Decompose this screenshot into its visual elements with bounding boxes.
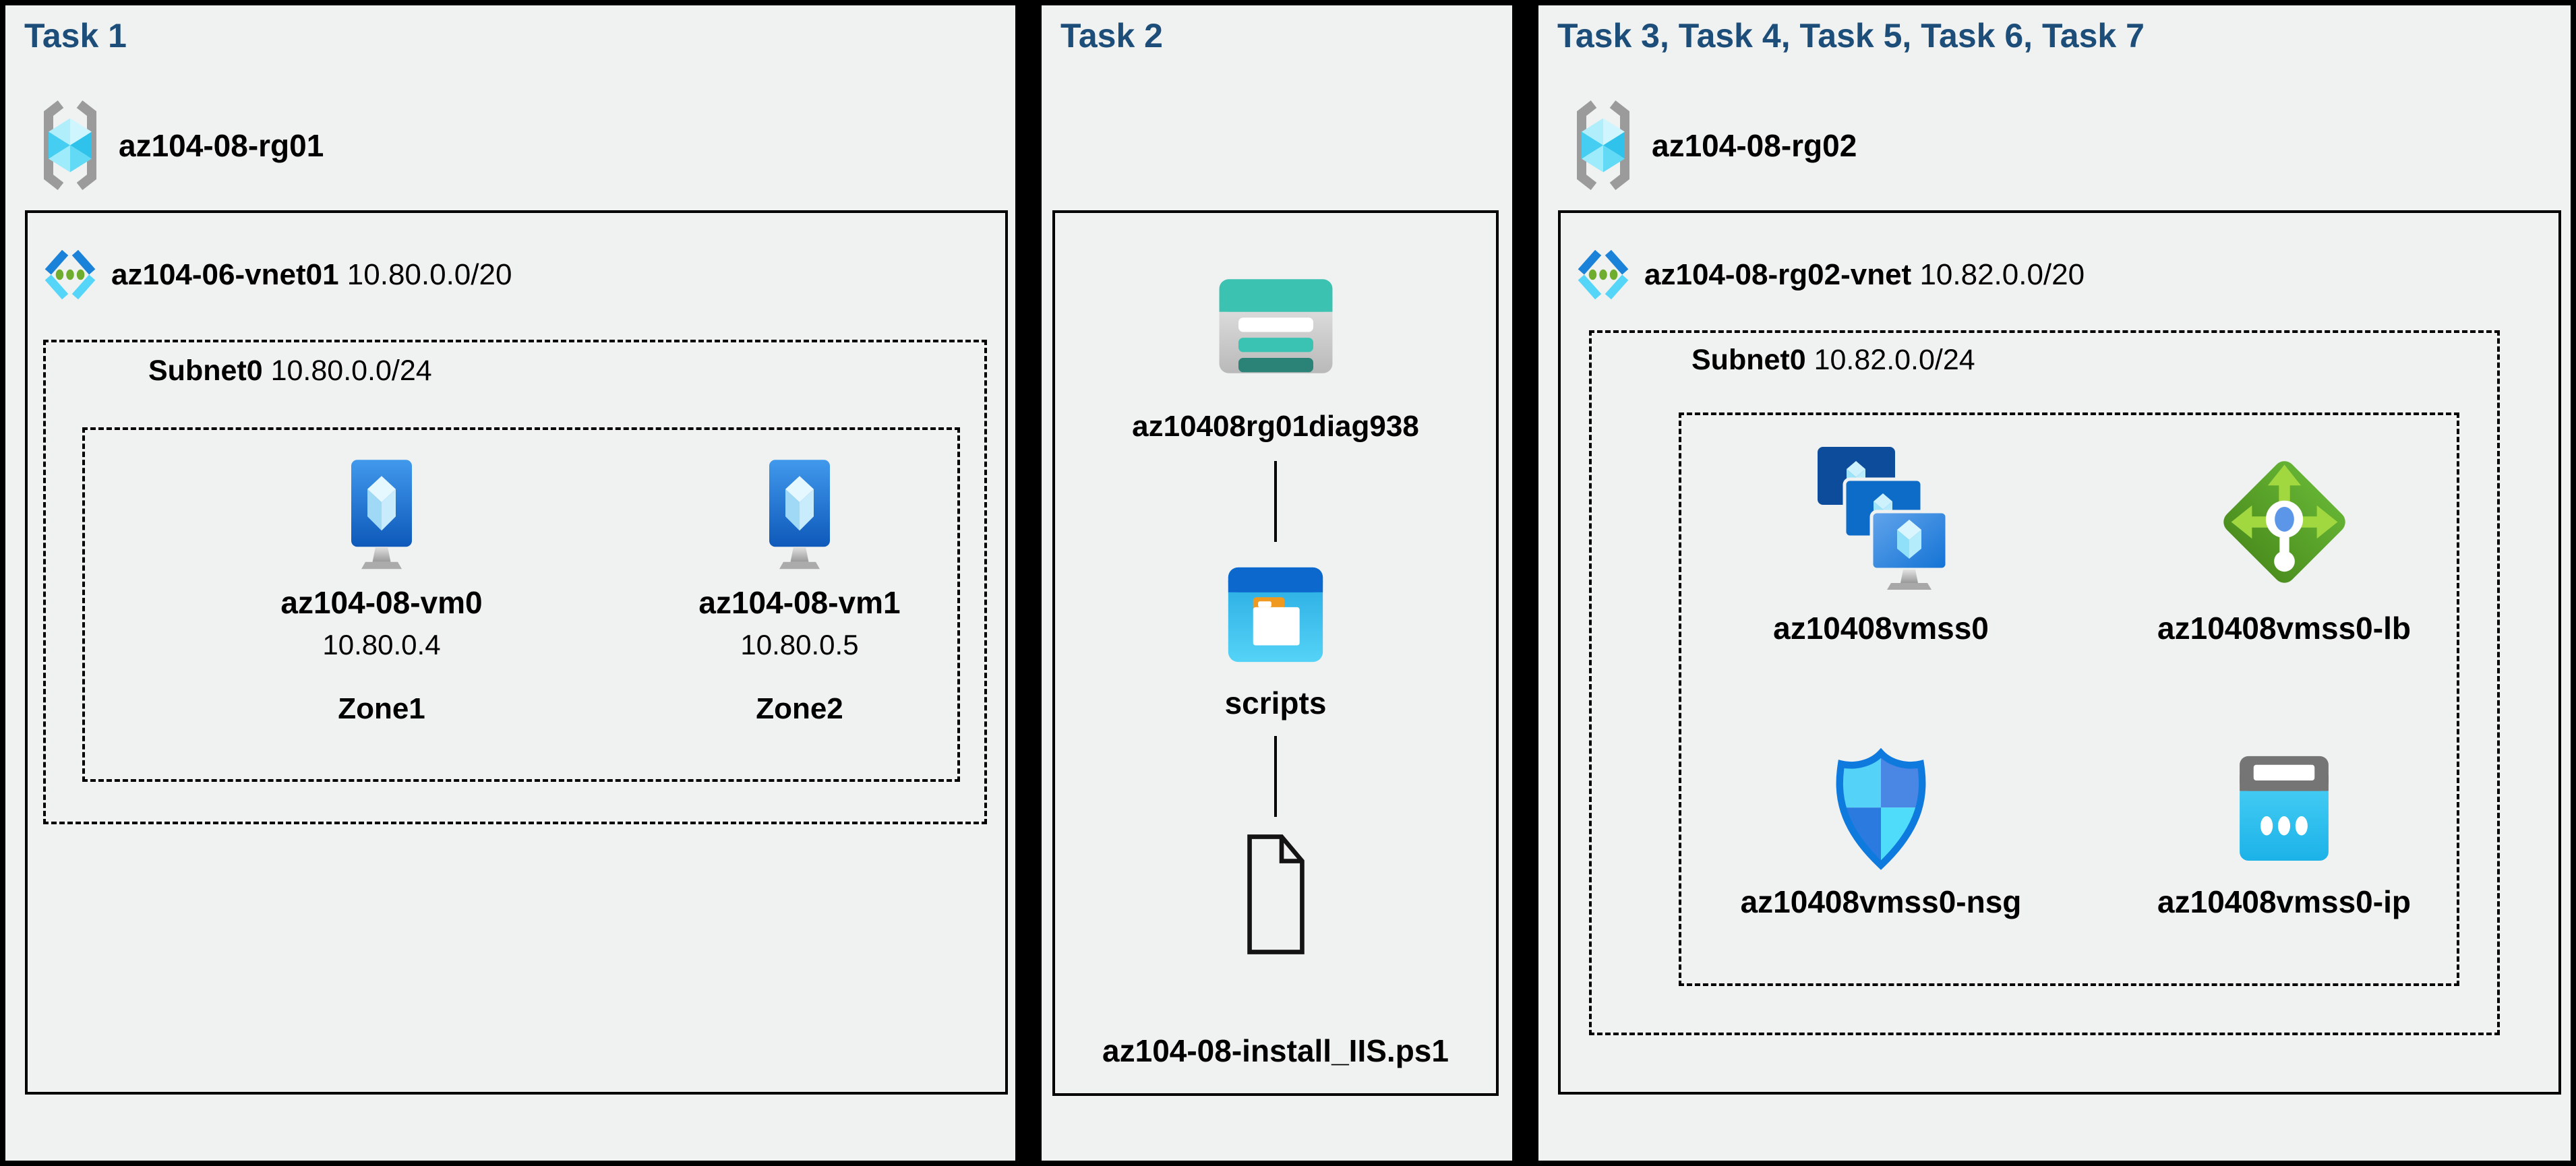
file-share-label: scripts [1224, 685, 1327, 720]
task1-vnet-box: az104-06-vnet01 10.80.0.0/20 Subnet0 10.… [25, 210, 1008, 1095]
virtual-machine-icon [331, 457, 432, 575]
virtual-network-icon [40, 243, 100, 307]
task37-subnet-box: Subnet0 10.82.0.0/24 az10408vmss0 [1589, 330, 2500, 1035]
panel-task2: Task 2 az10408rg01diag938 scripts az104-… [1042, 5, 1512, 1161]
load-balancer-icon [2212, 446, 2357, 598]
public-ip-icon [2227, 749, 2341, 871]
task1-title: Task 1 [24, 17, 127, 55]
connector-line [1274, 461, 1277, 542]
resource-item-vmss: az10408vmss0 [1692, 439, 2070, 646]
task1-vnet-row: az104-06-vnet01 10.80.0.0/20 [40, 243, 512, 307]
vnet-cidr: 10.80.0.0/20 [347, 257, 512, 291]
resource-group-icon [1569, 93, 1637, 197]
task37-resource-group-box: az10408vmss0 az10408vmss0-lb az10408vmss… [1679, 412, 2459, 986]
resource-group-label: az104-08-rg01 [119, 127, 324, 163]
vm-name: az104-08-vm0 [280, 585, 483, 620]
task1-resource-group: az104-08-rg01 [36, 93, 324, 197]
resource-item-lb: az10408vmss0-lb [2095, 439, 2473, 646]
task1-vm-group-box: az104-08-vm0 10.80.0.4 Zone1 az104-08-vm… [82, 427, 960, 782]
file-icon [1240, 830, 1311, 958]
vm-item-0: az104-08-vm0 10.80.0.4 Zone1 [240, 457, 523, 726]
task37-resource-group: az104-08-rg02 [1569, 93, 1857, 197]
vnet-cidr: 10.82.0.0/20 [1919, 257, 2085, 291]
file-share-item [1055, 561, 1496, 669]
virtual-network-icon [1573, 243, 1634, 307]
resource-name: az10408vmss0 [1773, 611, 1989, 646]
virtual-machine-icon [749, 457, 850, 575]
connector-line [1274, 736, 1277, 817]
panel-task37: Task 3, Task 4, Task 5, Task 6, Task 7 a… [1538, 5, 2571, 1161]
vm-scale-set-icon [1814, 443, 1948, 598]
task1-subnet-box: Subnet0 10.80.0.0/24 az104-08-vm0 10.80.… [43, 340, 987, 824]
resource-group-label: az104-08-rg02 [1652, 127, 1857, 163]
vnet-name: az104-08-rg02-vnet [1644, 257, 1912, 291]
vnet-label: az104-08-rg02-vnet 10.82.0.0/20 [1644, 258, 2085, 292]
resource-name: az10408vmss0-ip [2157, 884, 2411, 919]
storage-account-icon [1214, 272, 1338, 380]
file-share-icon [1222, 561, 1329, 669]
subnet-name: Subnet0 [1691, 344, 1806, 376]
vnet-name: az104-06-vnet01 [111, 257, 339, 291]
vm-name: az104-08-vm1 [698, 585, 901, 620]
resource-item-ip: az10408vmss0-ip [2095, 720, 2473, 920]
vm-zone: Zone2 [756, 692, 843, 725]
storage-account-item [1055, 272, 1496, 380]
vm-ip: 10.80.0.4 [322, 629, 441, 661]
script-file-item [1055, 830, 1496, 958]
subnet-label: Subnet0 10.80.0.0/24 [148, 355, 432, 388]
storage-account-label: az10408rg01diag938 [1132, 410, 1419, 443]
subnet-name: Subnet0 [148, 355, 263, 387]
script-file-label: az104-08-install_IIS.ps1 [1102, 1033, 1449, 1068]
subnet-cidr: 10.82.0.0/24 [1814, 344, 1975, 376]
subnet-label: Subnet0 10.82.0.0/24 [1691, 344, 1975, 377]
vm-ip: 10.80.0.5 [740, 629, 859, 661]
resource-name: az10408vmss0-lb [2157, 611, 2411, 646]
task37-vnet-box: az104-08-rg02-vnet 10.82.0.0/20 Subnet0 … [1558, 210, 2561, 1095]
network-security-group-icon [1830, 747, 1931, 871]
task2-content-box: az10408rg01diag938 scripts az104-08-inst… [1052, 210, 1499, 1096]
subnet-cidr: 10.80.0.0/24 [270, 355, 432, 387]
vm-zone: Zone1 [338, 692, 425, 725]
resource-group-icon [36, 93, 104, 197]
resource-name: az10408vmss0-nsg [1740, 884, 2022, 919]
panel-task1: Task 1 az104-08-rg01 az104-06-vnet01 10.… [5, 5, 1015, 1161]
task37-vnet-row: az104-08-rg02-vnet 10.82.0.0/20 [1573, 243, 2085, 307]
task2-title: Task 2 [1060, 17, 1163, 55]
vm-item-1: az104-08-vm1 10.80.0.5 Zone2 [658, 457, 941, 726]
vnet-label: az104-06-vnet01 10.80.0.0/20 [111, 258, 512, 292]
task37-title: Task 3, Task 4, Task 5, Task 6, Task 7 [1557, 17, 2145, 55]
resource-item-nsg: az10408vmss0-nsg [1692, 720, 2070, 920]
